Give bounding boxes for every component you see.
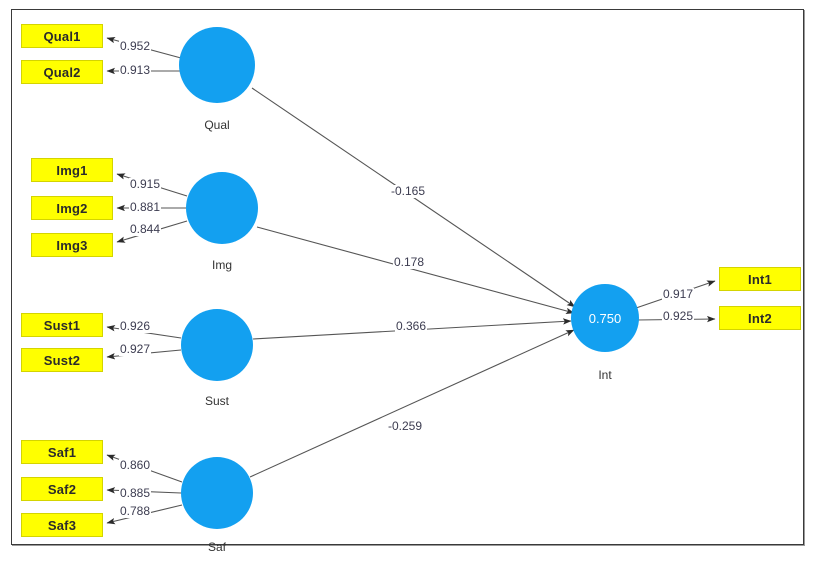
indicator-label-saf3: Saf3 <box>47 517 77 533</box>
r-square-value: 0.750 <box>588 310 622 326</box>
construct-label-qual: Qual <box>204 118 230 132</box>
construct-label-sust: Sust <box>204 394 229 408</box>
indicator-box-img2[interactable]: Img2 <box>31 196 113 220</box>
loading-label-sust1: 0.926 <box>119 319 152 333</box>
indicator-label-qual2: Qual2 <box>43 64 81 80</box>
loading-label-int1: 0.917 <box>662 287 695 301</box>
loading-label-img2: 0.881 <box>129 200 162 214</box>
diagram-frame <box>11 9 804 545</box>
path-label-saf-int: -0.259 <box>387 419 424 433</box>
indicator-box-qual1[interactable]: Qual1 <box>21 24 103 48</box>
loading-label-qual2: 0.913 <box>119 63 152 77</box>
indicator-box-int1[interactable]: Int1 <box>719 267 801 291</box>
construct-label-img: Img <box>211 258 232 272</box>
construct-circle-saf[interactable] <box>181 457 253 529</box>
construct-circle-qual[interactable] <box>179 27 255 103</box>
construct-circle-img[interactable] <box>186 172 258 244</box>
indicator-label-img2: Img2 <box>56 200 88 216</box>
path-label-sust-int: 0.366 <box>395 319 428 333</box>
indicator-label-saf1: Saf1 <box>47 444 77 460</box>
path-line-img-int <box>256 226 575 314</box>
loading-label-img1: 0.915 <box>129 177 162 191</box>
indicator-label-int1: Int1 <box>748 271 772 287</box>
indicator-label-img1: Img1 <box>56 162 88 178</box>
indicator-label-qual1: Qual1 <box>43 28 81 44</box>
construct-label-int: Int <box>598 368 612 382</box>
loading-label-saf1: 0.860 <box>119 458 152 472</box>
indicator-box-sust1[interactable]: Sust1 <box>21 313 103 337</box>
indicator-label-img3: Img3 <box>56 237 88 253</box>
path-label-img-int: 0.178 <box>393 255 426 269</box>
indicator-box-saf1[interactable]: Saf1 <box>21 440 103 464</box>
loading-label-saf2: 0.885 <box>119 486 152 500</box>
indicator-box-sust2[interactable]: Sust2 <box>21 348 103 372</box>
indicator-label-sust2: Sust2 <box>43 352 81 368</box>
indicator-label-saf2: Saf2 <box>47 481 77 497</box>
indicator-box-saf3[interactable]: Saf3 <box>21 513 103 537</box>
construct-circle-int[interactable]: 0.750 <box>571 284 639 352</box>
loading-label-qual1: 0.952 <box>119 39 152 53</box>
loading-label-sust2: 0.927 <box>119 342 152 356</box>
construct-label-saf: Saf <box>207 540 226 554</box>
path-label-qual-int: -0.165 <box>390 184 427 198</box>
indicator-box-int2[interactable]: Int2 <box>719 306 801 330</box>
indicator-box-qual2[interactable]: Qual2 <box>21 60 103 84</box>
loading-label-img3: 0.844 <box>129 222 162 236</box>
construct-circle-sust[interactable] <box>181 309 253 381</box>
indicator-label-int2: Int2 <box>748 310 772 326</box>
loading-label-int2: 0.925 <box>662 309 695 323</box>
indicator-box-saf2[interactable]: Saf2 <box>21 477 103 501</box>
path-line-saf-int <box>249 329 575 478</box>
indicator-box-img1[interactable]: Img1 <box>31 158 113 182</box>
indicator-label-sust1: Sust1 <box>43 317 81 333</box>
indicator-box-img3[interactable]: Img3 <box>31 233 113 257</box>
loading-label-saf3: 0.788 <box>119 504 152 518</box>
